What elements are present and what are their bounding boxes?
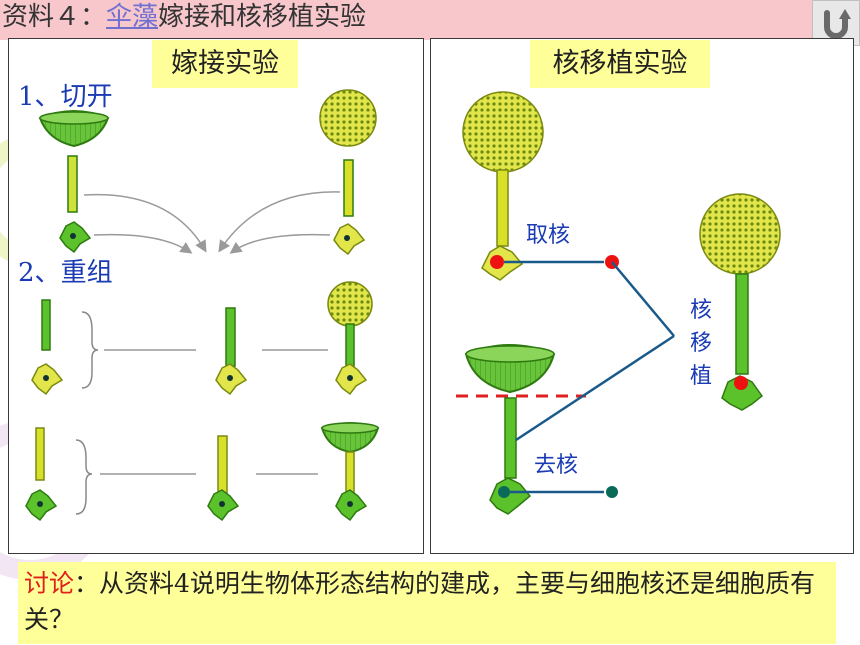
removed-nucleus [606,486,618,498]
stalk-cut-right [343,159,354,217]
result-rhizoid-row-b [335,489,368,522]
grafting-label: 嫁接实验 [152,40,298,88]
title-rest: 嫁接和核移植实验 [158,2,367,32]
grafted-rhizoid-row-b [207,489,240,522]
arrow-rhizoid-left [93,233,193,254]
remove-nucleus-label: 去核 [534,453,579,478]
new-stalk [735,273,749,375]
recipient-stalk [504,397,517,479]
donor-nucleus [490,255,504,269]
brace-row-b [75,439,93,515]
result-rhizoid-row-a [335,363,368,396]
cup-cap-top-left [38,110,110,148]
new-rhizoid [721,375,764,411]
grafted-stalk-row-a [225,307,236,367]
grafted-stalk-row-b [217,435,228,495]
discussion-question: 从资料4说明生物体形态结构的建成，主要与细胞核还是细胞质有关？ [24,569,815,634]
stalk-green-row-a [41,299,51,351]
arrow-rhizoid-right [229,233,331,254]
nuclear-transplant-label: 核移植实验 [530,40,710,88]
donor-stalk [496,169,509,247]
stalk-yellow-row-b [35,427,45,481]
transplant-line-up [515,334,675,442]
recipient-nucleus [498,486,510,498]
result-cup-cap [320,422,380,454]
result-stalk-row-b [345,451,355,495]
grafted-rhizoid-row-a [215,363,248,396]
rhizoid-yellow-row-a [31,363,64,396]
take-nucleus-label: 取核 [526,223,571,248]
step-cut: 1、切开 [18,82,113,112]
round-cap-top-right [319,89,377,147]
rhizoid-right-1 [333,223,366,256]
title-link-acetabularia[interactable]: 伞藻 [106,2,159,32]
return-arrow-icon [824,9,851,39]
donor-round-cap [462,91,544,173]
transplant-line-down [611,261,675,337]
stalk-cut-left [67,155,78,213]
recipient-cup-cap [464,344,556,394]
arrow-stalk-left [83,193,207,253]
result-stalk-row-a [345,323,355,371]
discussion-keyword: 讨论 [24,569,75,598]
rhizoid-green-row-b [25,489,58,522]
step-recombine: 2、重组 [18,258,113,288]
result-round-cap [327,281,373,327]
title-prefix: 资料４： [2,2,107,32]
rhizoid-left-1 [59,221,92,254]
title-bar: 资料４：伞藻嫁接和核移植实验 [0,0,812,40]
transplant-label: 核移植 [690,298,713,389]
brace-row-a [81,311,99,389]
arrow-stalk-right [218,191,341,253]
discussion-box: 讨论：从资料4说明生物体形态结构的建成，主要与细胞核还是细胞质有关？ [18,562,836,644]
transplanted-nucleus [734,376,748,390]
new-round-cap [699,193,781,275]
recipient-rhizoid [489,477,532,515]
page-title: 资料４：伞藻嫁接和核移植实验 [2,0,366,38]
